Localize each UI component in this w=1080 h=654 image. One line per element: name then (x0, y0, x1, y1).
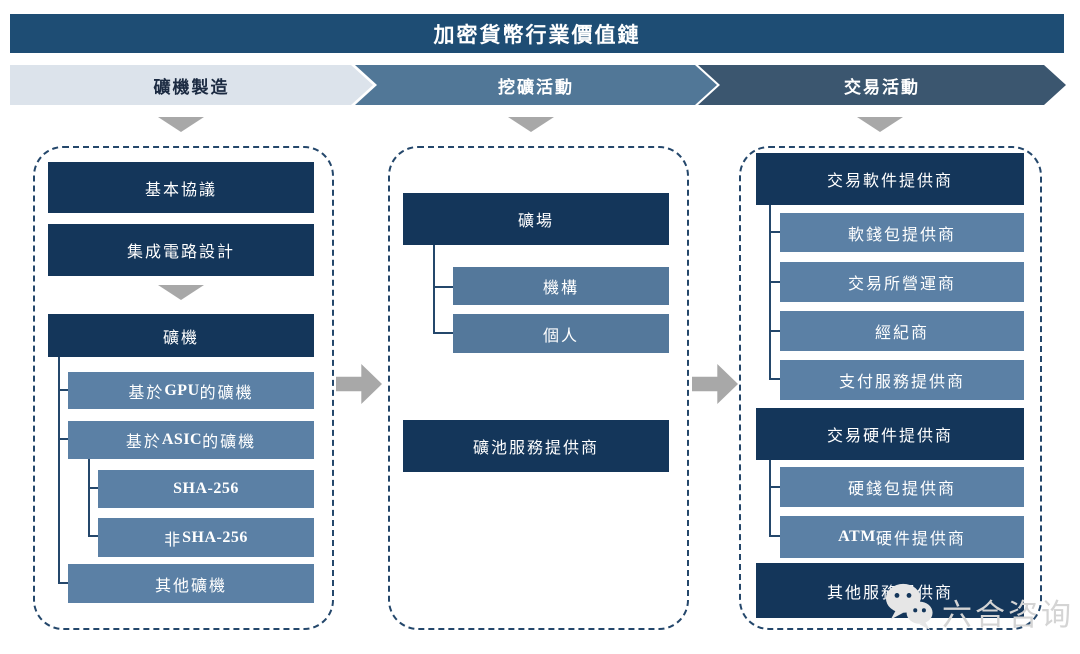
connector-line (58, 582, 68, 584)
stage-label: 挖礦活動 (498, 77, 574, 97)
box-label: 集成電路設計 (126, 244, 235, 261)
down-arrow-icon (158, 117, 204, 132)
right-arrow-icon (336, 364, 382, 404)
box-exchange-operator: 交易所營運商 (780, 262, 1024, 302)
box-label: 經紀商 (874, 325, 929, 342)
connector-line (769, 281, 780, 283)
connector-line (88, 487, 98, 489)
down-arrow-icon (508, 117, 554, 132)
box-mining-machine: 礦機 (48, 314, 314, 357)
connector-line (433, 332, 453, 334)
box-sha256: SHA-256 (98, 470, 314, 508)
box-label: 的礦機 (202, 434, 257, 451)
connector-line (769, 460, 771, 537)
box-individual: 個人 (453, 314, 669, 353)
box-payment-service-provider: 支付服務提供商 (780, 360, 1024, 400)
box-label: 其他礦機 (154, 577, 227, 595)
box-label: 基於 (128, 384, 165, 402)
box-label: 機構 (542, 280, 579, 297)
stage-chevron-mining: 挖礦活動 (355, 65, 717, 105)
connector-line (769, 205, 771, 380)
stage-chevron-trading: 交易活動 (698, 65, 1066, 105)
connector-line (769, 486, 780, 488)
box-label: 交易軟件提供商 (826, 173, 953, 190)
box-label: 交易所營運商 (847, 276, 956, 293)
stage-label: 礦機製造 (153, 77, 230, 97)
wechat-icon (885, 583, 933, 631)
connector-line (433, 245, 435, 334)
connector-line (88, 535, 98, 537)
box-ic-design: 集成電路設計 (48, 224, 314, 276)
box-mining-farm: 礦場 (403, 193, 669, 245)
box-institution: 機構 (453, 267, 669, 305)
box-label: ASIC (161, 431, 203, 448)
panel-trading (739, 146, 1042, 630)
box-label: ATM (838, 528, 876, 545)
box-label: SHA-256 (182, 528, 248, 546)
panel-mining (388, 146, 689, 630)
connector-line (769, 378, 780, 380)
connector-line (769, 330, 780, 332)
connector-line (769, 535, 780, 537)
box-label: 礦池服務提供商 (472, 440, 599, 457)
box-base-protocol: 基本協議 (48, 162, 314, 213)
box-label: SHA-256 (173, 480, 239, 497)
box-trading-hardware-provider: 交易硬件提供商 (756, 408, 1024, 460)
panel-manufacturing (33, 146, 334, 630)
connector-line (58, 438, 68, 440)
connector-line (433, 286, 453, 288)
box-label: 礦場 (517, 213, 554, 230)
box-label: 個人 (542, 327, 579, 345)
down-arrow-icon (158, 285, 204, 300)
right-arrow-icon (692, 364, 738, 404)
box-hard-wallet-provider: 硬錢包提供商 (780, 467, 1024, 507)
connector-line (58, 357, 60, 584)
watermark-text: 六合咨询 (942, 599, 1074, 632)
box-label: 交易硬件提供商 (826, 428, 953, 445)
box-label: 支付服務提供商 (838, 374, 965, 391)
box-soft-wallet-provider: 軟錢包提供商 (780, 213, 1024, 252)
box-other-miners: 其他礦機 (68, 564, 314, 603)
stage-label: 交易活動 (844, 77, 920, 97)
down-arrow-icon (857, 117, 903, 132)
connector-line (58, 389, 68, 391)
watermark: 六合咨询 (884, 580, 1074, 634)
box-label: 軟錢包提供商 (847, 226, 956, 244)
page-title: 加密貨幣行業價值鏈 (10, 14, 1064, 53)
box-label: 礦機 (162, 329, 199, 347)
box-label: GPU (164, 381, 200, 399)
box-label: 非 (164, 531, 183, 549)
box-label: 的礦機 (199, 384, 254, 402)
box-broker: 經紀商 (780, 311, 1024, 351)
connector-line (88, 458, 90, 537)
box-label: 基本協議 (144, 181, 217, 199)
box-pool-service: 礦池服務提供商 (403, 420, 669, 472)
box-label: 硬件提供商 (875, 531, 966, 548)
box-label: 基於 (125, 434, 162, 451)
box-label: 硬錢包提供商 (847, 481, 956, 498)
box-trading-software-provider: 交易軟件提供商 (756, 153, 1024, 205)
connector-line (769, 231, 780, 233)
stage-chevron-manufacturing: 礦機製造 (10, 65, 373, 105)
